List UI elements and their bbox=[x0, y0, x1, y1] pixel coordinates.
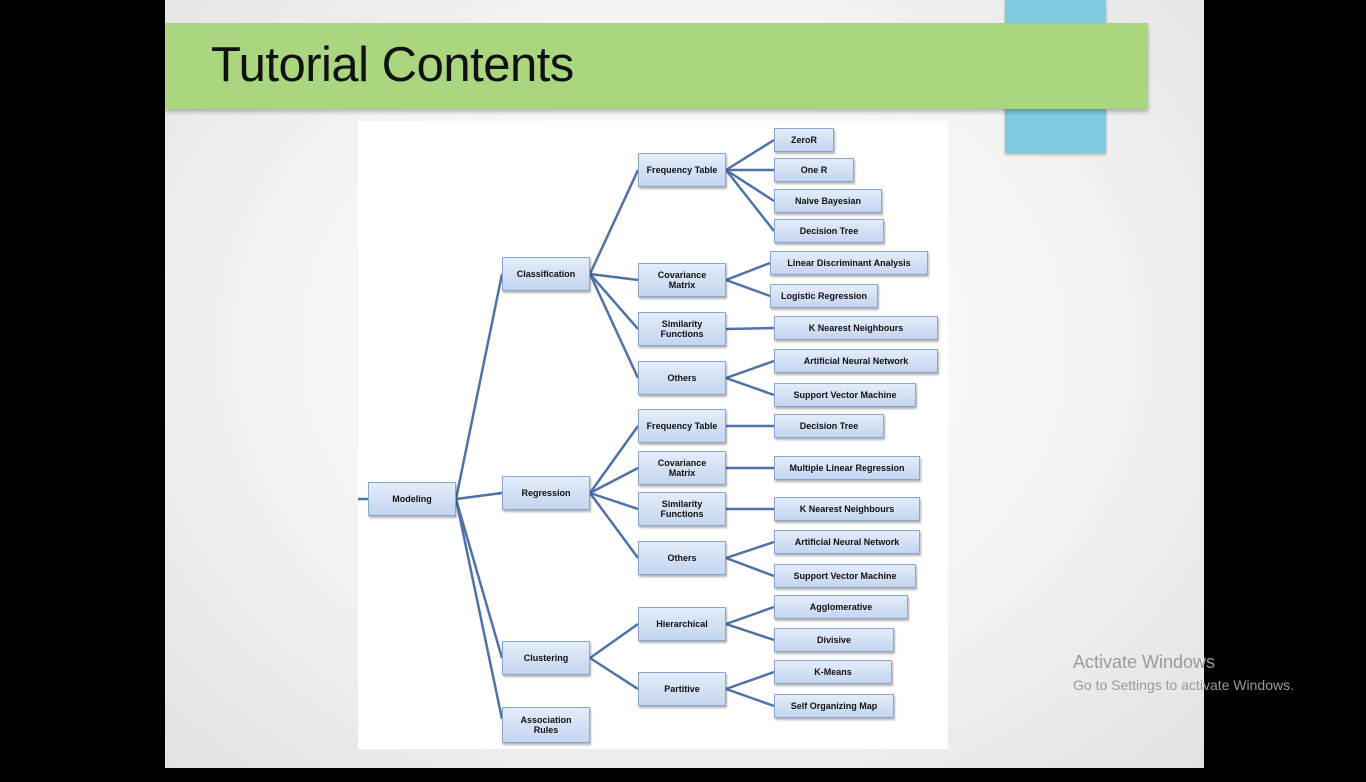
node-reg-similarity-functions: Similarity Functions bbox=[638, 492, 726, 526]
node-clustering: Clustering bbox=[502, 641, 590, 675]
leaf-logistic-regression: Logistic Regression bbox=[770, 284, 878, 308]
node-class-others: Others bbox=[638, 361, 726, 395]
node-hierarchical: Hierarchical bbox=[638, 607, 726, 641]
node-reg-covariance-matrix: Covariance Matrix bbox=[638, 451, 726, 485]
leaf-linear-discriminant-analysis: Linear Discriminant Analysis bbox=[770, 251, 928, 275]
leaf-multiple-linear-regression: Multiple Linear Regression bbox=[774, 456, 920, 480]
modeling-tree-diagram: Modeling Classification Regression Clust… bbox=[358, 121, 948, 749]
leaf-ann-class: Artificial Neural Network bbox=[774, 349, 938, 373]
activation-watermark-title: Activate Windows bbox=[1073, 652, 1216, 672]
node-classification: Classification bbox=[502, 257, 590, 291]
leaf-knn-class: K Nearest Neighbours bbox=[774, 316, 938, 340]
activation-watermark-subtitle: Go to Settings to activate Windows. bbox=[1073, 677, 1294, 693]
leaf-ann-reg: Artificial Neural Network bbox=[774, 530, 920, 554]
leaf-self-organizing-map: Self Organizing Map bbox=[774, 694, 894, 718]
node-partitive: Partitive bbox=[638, 672, 726, 706]
leaf-one-r: One R bbox=[774, 158, 854, 182]
presentation-slide: Tutorial Contents bbox=[165, 0, 1204, 768]
title-bar: Tutorial Contents bbox=[165, 23, 1148, 109]
slide-title: Tutorial Contents bbox=[211, 38, 574, 92]
node-regression: Regression bbox=[502, 476, 590, 510]
leaf-svm-reg: Support Vector Machine bbox=[774, 564, 916, 588]
node-reg-frequency-table: Frequency Table bbox=[638, 409, 726, 443]
node-association-rules: Association Rules bbox=[502, 707, 590, 743]
leaf-zeror: ZeroR bbox=[774, 128, 834, 152]
node-class-similarity-functions: Similarity Functions bbox=[638, 312, 726, 346]
leaf-agglomerative: Agglomerative bbox=[774, 595, 908, 619]
node-reg-others: Others bbox=[638, 541, 726, 575]
node-class-covariance-matrix: Covariance Matrix bbox=[638, 263, 726, 297]
leaf-decision-tree-class: Decision Tree bbox=[774, 219, 884, 243]
leaf-naive-bayesian: Naive Bayesian bbox=[774, 189, 882, 213]
leaf-svm-class: Support Vector Machine bbox=[774, 383, 916, 407]
leaf-divisive: Divisive bbox=[774, 628, 894, 652]
node-class-frequency-table: Frequency Table bbox=[638, 153, 726, 187]
node-modeling: Modeling bbox=[368, 482, 456, 516]
leaf-knn-reg: K Nearest Neighbours bbox=[774, 497, 920, 521]
diagram-connectors bbox=[358, 138, 775, 720]
leaf-decision-tree-reg: Decision Tree bbox=[774, 414, 884, 438]
leaf-k-means: K-Means bbox=[774, 660, 892, 684]
